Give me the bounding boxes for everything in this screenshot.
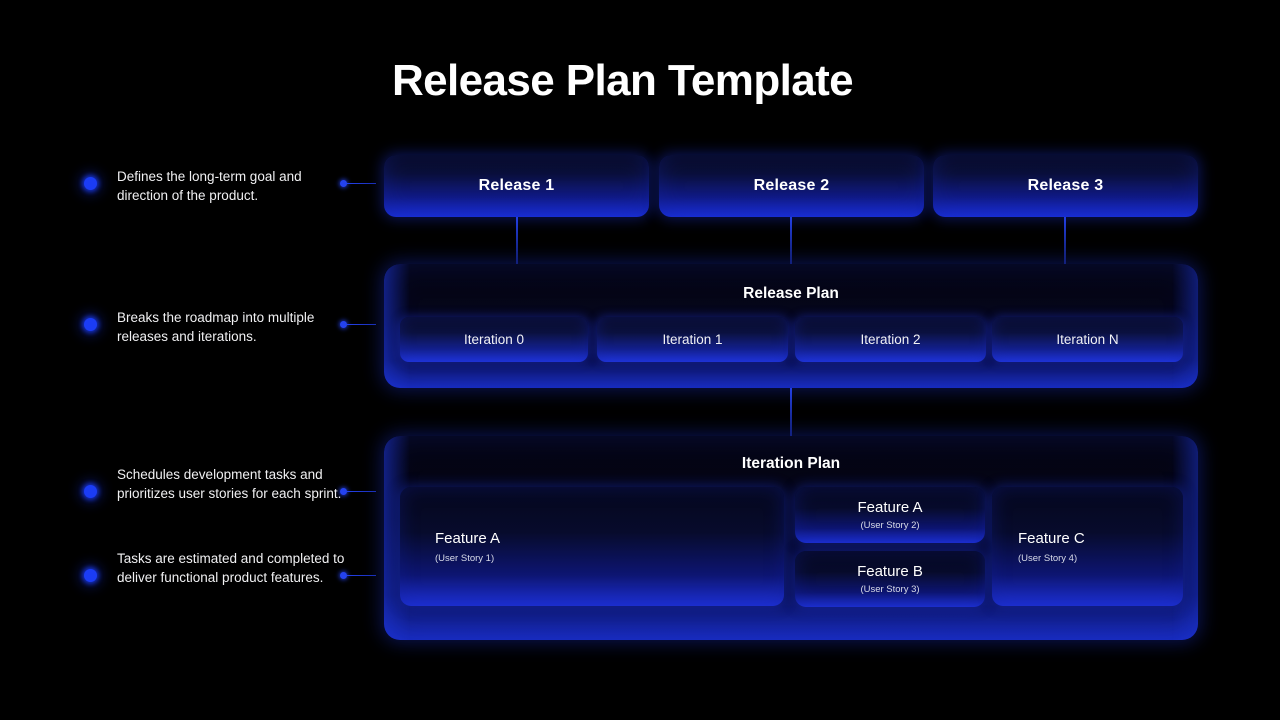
feature-card-2[interactable]: Feature A (User Story 2) [795,487,985,543]
iteration-chip-0[interactable]: Iteration 0 [400,317,588,362]
iteration-chip-label: Iteration 1 [662,332,723,347]
drop-connector-release-2 [790,217,792,265]
connector-dot-icon [340,488,347,495]
iteration-plan-title: Iteration Plan [741,455,841,472]
feature-card-story: (User Story 2) [860,520,920,531]
drop-connector-release-3 [1064,217,1066,265]
bullet-dot-icon [84,177,97,190]
release-box-label: Release 1 [478,177,555,194]
iteration-chip-label: Iteration 0 [463,332,525,347]
connector-line-0 [340,180,376,187]
bullet-dot-icon [84,318,97,331]
feature-card-story: (User Story 1) [435,552,495,564]
release-box-label: Release 3 [1027,177,1104,194]
release-box-3[interactable]: Release 3 [933,155,1198,217]
drop-connector-release-plan [790,388,792,436]
bullet-dot-icon [84,569,97,582]
release-box-1[interactable]: Release 1 [384,155,649,217]
release-box-2[interactable]: Release 2 [659,155,924,217]
annotation-text-1: Breaks the roadmap into multiple release… [117,310,315,344]
feature-card-story: (User Story 4) [1018,552,1078,564]
connector-segment [345,183,376,184]
feature-card-title: Feature B [857,563,923,580]
iteration-chip-n[interactable]: Iteration N [992,317,1183,362]
iteration-chip-1[interactable]: Iteration 1 [597,317,788,362]
annotation-text-0: Defines the long-term goal and direction… [117,169,302,203]
feature-card-title: Feature A [435,529,501,547]
feature-card-1[interactable]: Feature A (User Story 1) [400,487,784,606]
feature-card-story: (User Story 3) [860,584,920,595]
page-title: Release Plan Template [392,56,854,105]
iteration-chip-label: Iteration N [1056,332,1119,347]
feature-card-4[interactable]: Feature C (User Story 4) [992,487,1183,606]
connector-segment [345,324,376,325]
annotation-text-3: Tasks are estimated and completed to del… [117,551,345,585]
connector-line-3 [340,572,376,579]
connector-dot-icon [340,180,347,187]
feature-card-3[interactable]: Feature B (User Story 3) [795,551,985,607]
connector-segment [345,575,376,576]
bullet-dot-icon [84,485,97,498]
release-plan-title: Release Plan [743,285,839,302]
connector-line-1 [340,321,376,328]
connector-segment [345,491,376,492]
connector-dot-icon [340,572,347,579]
iteration-chip-2[interactable]: Iteration 2 [795,317,986,362]
release-box-label: Release 2 [753,177,830,194]
feature-card-title: Feature A [857,499,923,516]
drop-connector-release-1 [516,217,518,265]
annotation-text-2: Schedules development tasks and prioriti… [117,467,342,501]
connector-line-2 [340,488,376,495]
feature-card-title: Feature C [1018,529,1085,547]
iteration-chip-label: Iteration 2 [860,332,921,347]
connector-dot-icon [340,321,347,328]
